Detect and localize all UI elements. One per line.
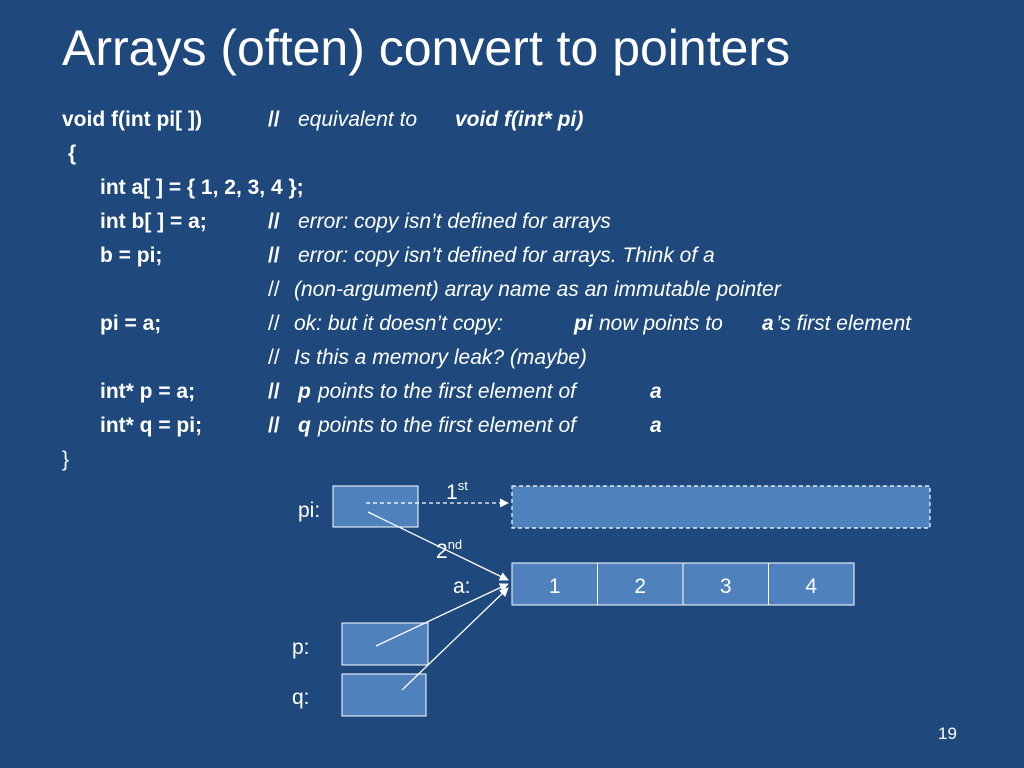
second-number: 2 xyxy=(436,540,448,563)
array-cell-value: 1 xyxy=(549,575,561,598)
comment-bold: void f(int* pi) xyxy=(455,108,584,131)
q-box xyxy=(341,673,427,717)
comment-text: equivalent to xyxy=(298,108,418,131)
first-annotation: 1st xyxy=(446,478,468,504)
slide-title: Arrays (often) convert to pointers xyxy=(62,20,791,76)
second-annotation: 2nd xyxy=(436,537,462,563)
code-text: pi = a; xyxy=(100,312,162,335)
q-label: q: xyxy=(292,686,310,709)
comment-text: Is this a memory leak? (maybe) xyxy=(294,346,587,369)
second-suffix: nd xyxy=(448,537,462,552)
comment-bold: a xyxy=(762,312,774,335)
comment-slashes: // xyxy=(268,346,280,369)
p-arrow xyxy=(375,583,509,647)
array-cell xyxy=(597,562,684,606)
comment-slashes: // xyxy=(268,244,280,267)
comment-slashes: // xyxy=(268,210,280,233)
comment-bold: p xyxy=(298,380,311,403)
code-text: int a[ ] = { 1, 2, 3, 4 }; xyxy=(100,176,304,199)
code-text: void f(int pi[ ]) xyxy=(62,108,202,131)
page-number: 19 xyxy=(938,724,957,743)
comment-slashes: // xyxy=(268,380,280,403)
comment-text: ’s first element xyxy=(776,312,911,335)
original-array-box xyxy=(511,485,931,529)
comment-bold: pi xyxy=(574,312,593,335)
code-text: } xyxy=(62,448,70,471)
array-cell-value: 4 xyxy=(805,575,817,598)
code-text: int* p = a; xyxy=(100,380,196,403)
comment-bold: a xyxy=(650,414,662,437)
array-cell xyxy=(768,562,855,606)
code-text: int b[ ] = a; xyxy=(100,210,207,233)
array-cell-value: 2 xyxy=(634,575,646,598)
comment-text: points to the first element of xyxy=(318,380,576,403)
code-text: b = pi; xyxy=(100,244,163,267)
pi-label: pi: xyxy=(298,499,320,522)
pi-second-arrow xyxy=(367,511,509,581)
comment-bold: q xyxy=(298,414,311,437)
q-arrow xyxy=(401,587,509,691)
comment-text: error: copy isn’t defined for arrays. Th… xyxy=(298,244,715,267)
comment-text: now points to xyxy=(599,312,723,335)
comment-text: points to the first element of xyxy=(318,414,576,437)
first-number: 1 xyxy=(446,481,458,504)
p-box xyxy=(341,622,429,666)
comment-slashes: // xyxy=(268,108,280,131)
comment-bold: a xyxy=(650,380,662,403)
comment-slashes: // xyxy=(268,414,280,437)
array-cell-value: 3 xyxy=(720,575,732,598)
a-label: a: xyxy=(453,575,471,598)
comment-text: (non-argument) array name as an immutabl… xyxy=(294,278,781,301)
code-text: { xyxy=(68,142,77,165)
comment-text: error: copy isn’t defined for arrays xyxy=(298,210,611,233)
pi-box xyxy=(332,485,419,528)
comment-slashes: // xyxy=(268,278,280,301)
comment-slashes: // xyxy=(268,312,280,335)
array-cell xyxy=(682,562,769,606)
code-text: int* q = pi; xyxy=(100,414,203,437)
p-label: p: xyxy=(292,636,310,659)
comment-text: ok: but it doesn’t copy: xyxy=(294,312,503,335)
first-suffix: st xyxy=(458,478,469,493)
array-a: 1 2 3 4 xyxy=(511,562,855,606)
